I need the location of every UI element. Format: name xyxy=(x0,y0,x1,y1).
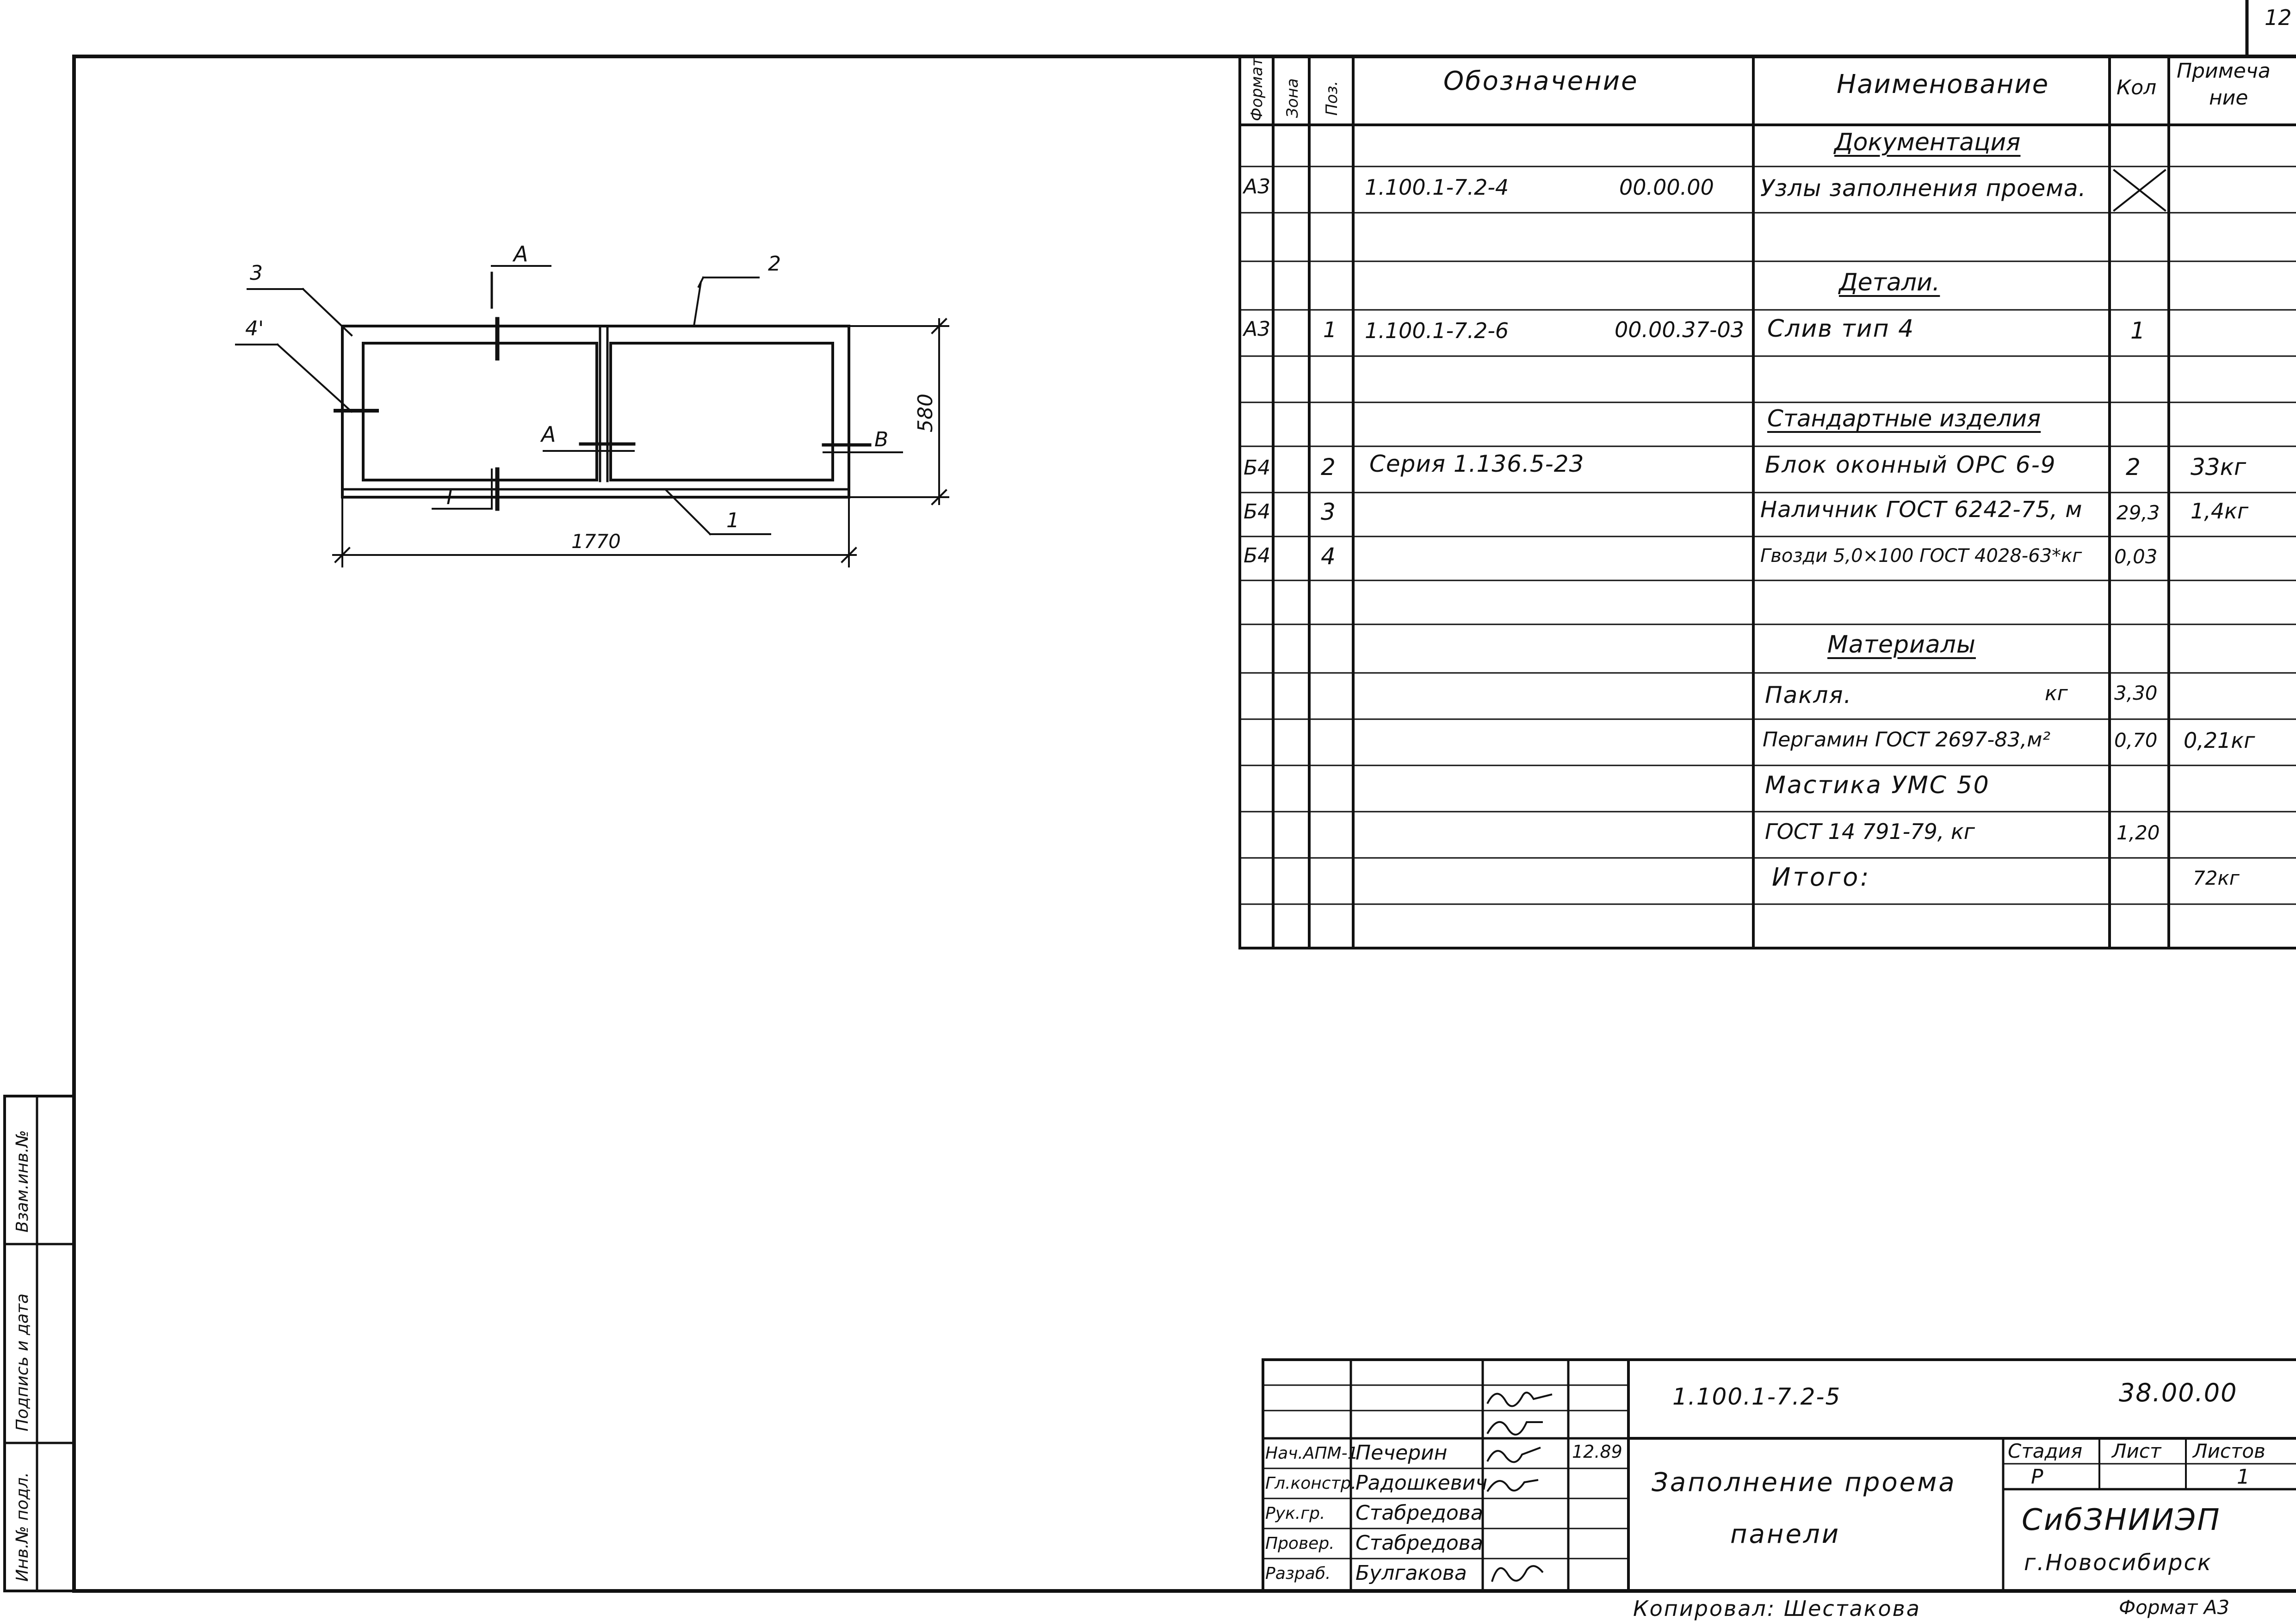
dimension-width: 1770 xyxy=(571,530,621,553)
section-b: В xyxy=(874,428,888,451)
section-documentation: Документация xyxy=(1834,129,2021,156)
header-pos: Поз. xyxy=(1323,81,1341,116)
row-mat2-qty: 0,70 xyxy=(2114,729,2158,752)
callout-2: 2 xyxy=(768,252,781,276)
row-mat2-note: 0,21кг xyxy=(2184,728,2255,753)
row-doc1-designation-code: 00.00.00 xyxy=(1619,175,1714,200)
row-std3-pos: 4 xyxy=(1321,543,1336,570)
row-mat1-name: Пакля. xyxy=(1765,682,1852,709)
row-det1-pos: 1 xyxy=(1323,317,1337,342)
row-mat1-qty: 3,30 xyxy=(2114,682,2158,704)
person-name-1: Печерин xyxy=(1355,1441,1448,1465)
header-qty: Кол xyxy=(2117,76,2157,99)
row-std1-designation: Серия 1.136.5-23 xyxy=(1369,450,1584,477)
callout-4: 4' xyxy=(245,317,264,340)
row-doc1-designation: 1.100.1-7.2-4 xyxy=(1365,175,1509,200)
callout-1: 1 xyxy=(726,509,739,532)
row-std1-name: Блок оконный ОРС 6-9 xyxy=(1765,451,2056,478)
row-doc1-name: Узлы заполнения проема. xyxy=(1760,175,2086,202)
row-det1-designation: 1.100.1-7.2-6 xyxy=(1365,318,1509,343)
person-role-1: Нач.АПМ-1 xyxy=(1265,1444,1358,1463)
section-materials: Материалы xyxy=(1827,631,1976,659)
person-role-3: Рук.гр. xyxy=(1265,1504,1325,1523)
title-sheet-label: Лист xyxy=(2112,1440,2161,1462)
row-det1-format: А3 xyxy=(1244,317,1271,341)
title-stage-label: Стадия xyxy=(2008,1440,2083,1462)
signatures xyxy=(1486,1392,1553,1582)
row-std2-qty: 29,3 xyxy=(2117,501,2160,524)
header-designation: Обозначение xyxy=(1443,66,1639,96)
row-std2-format: Б4 xyxy=(1244,500,1271,524)
title-name-line2: панели xyxy=(1730,1519,1841,1549)
row-mat2-name: Пергамин ГОСТ 2697-83,м² xyxy=(1763,728,2051,752)
row-std1-pos: 2 xyxy=(1321,454,1336,481)
section-a-mid: А xyxy=(540,422,556,447)
footer-format: Формат А3 xyxy=(2119,1596,2230,1619)
row-total-name: Итого: xyxy=(1772,863,1871,892)
row-std1-qty: 2 xyxy=(2126,454,2141,481)
callout-3: 3 xyxy=(250,261,263,285)
person-role-4: Провер. xyxy=(1265,1534,1335,1553)
row-std2-pos: 3 xyxy=(1321,499,1336,525)
section-g: Г xyxy=(446,484,460,509)
title-city: г.Новосибирск xyxy=(2024,1550,2212,1576)
title-date: 12.89 xyxy=(1572,1442,1622,1462)
title-organization: СибЗНИИЭП xyxy=(2022,1503,2221,1537)
header-format: Формат xyxy=(1248,57,1266,121)
side-stamp-inv-podl: Инв.№ подл. xyxy=(13,1472,32,1582)
title-stage: Р xyxy=(2031,1465,2043,1489)
footer-copied: Копировал: Шестакова xyxy=(1633,1596,1921,1621)
row-std3-name: Гвозди 5,0×100 ГОСТ 4028-63*кг xyxy=(1760,545,2082,567)
header-zone: Зона xyxy=(1283,78,1302,118)
side-stamp-vzam-inv: Взам.инв.№ xyxy=(13,1130,32,1233)
row-std2-name: Наличник ГОСТ 6242-75, м xyxy=(1760,497,2083,523)
row-mat1-unit: кг xyxy=(2045,682,2068,705)
title-designation-code: 38.00.00 xyxy=(2119,1378,2238,1407)
section-standard: Стандартные изделия xyxy=(1767,405,2041,432)
header-note-line1: Примеча xyxy=(2177,59,2271,83)
header-name: Наименование xyxy=(1837,69,2049,99)
section-details: Детали. xyxy=(1839,269,1940,296)
title-designation: 1.100.1-7.2-5 xyxy=(1672,1383,1841,1410)
person-name-4: Стабредова xyxy=(1355,1531,1483,1555)
row-total-note: 72кг xyxy=(2193,867,2240,889)
title-name-line1: Заполнение проема xyxy=(1652,1467,1956,1498)
corner-page-mark: 12 xyxy=(2265,5,2292,30)
row-doc1-format: А3 xyxy=(1244,175,1271,198)
row-det1-qty: 1 xyxy=(2130,317,2145,344)
title-sheets: 1 xyxy=(2237,1465,2250,1489)
section-a-top: А xyxy=(512,241,528,266)
row-det1-name: Слив тип 4 xyxy=(1767,315,1915,343)
side-stamp-podpis-data: Подпись и дата xyxy=(13,1294,32,1431)
row-mat4-qty: 1,20 xyxy=(2117,821,2160,844)
title-sheets-label: Листов xyxy=(2193,1440,2265,1462)
row-std3-format: Б4 xyxy=(1244,544,1271,567)
row-mat3-name: Мастика УМС 50 xyxy=(1765,771,1990,799)
row-std1-note: 33кг xyxy=(2191,454,2246,481)
person-name-3: Стабредова xyxy=(1355,1501,1483,1525)
row-std2-note: 1,4кг xyxy=(2191,499,2249,524)
person-role-2: Гл.констр. xyxy=(1265,1474,1356,1493)
person-name-2: Радошкевич xyxy=(1355,1471,1488,1495)
person-name-5: Булгакова xyxy=(1355,1561,1467,1585)
header-note-line2: ние xyxy=(2209,86,2248,110)
row-std1-format: Б4 xyxy=(1244,456,1271,480)
row-det1-designation-code: 00.00.37-03 xyxy=(1615,317,1744,342)
dimension-height: 580 xyxy=(914,394,937,432)
row-mat4-name: ГОСТ 14 791-79, кг xyxy=(1765,819,1975,844)
row-std3-qty: 0,03 xyxy=(2114,545,2158,568)
person-role-5: Разраб. xyxy=(1265,1564,1331,1583)
